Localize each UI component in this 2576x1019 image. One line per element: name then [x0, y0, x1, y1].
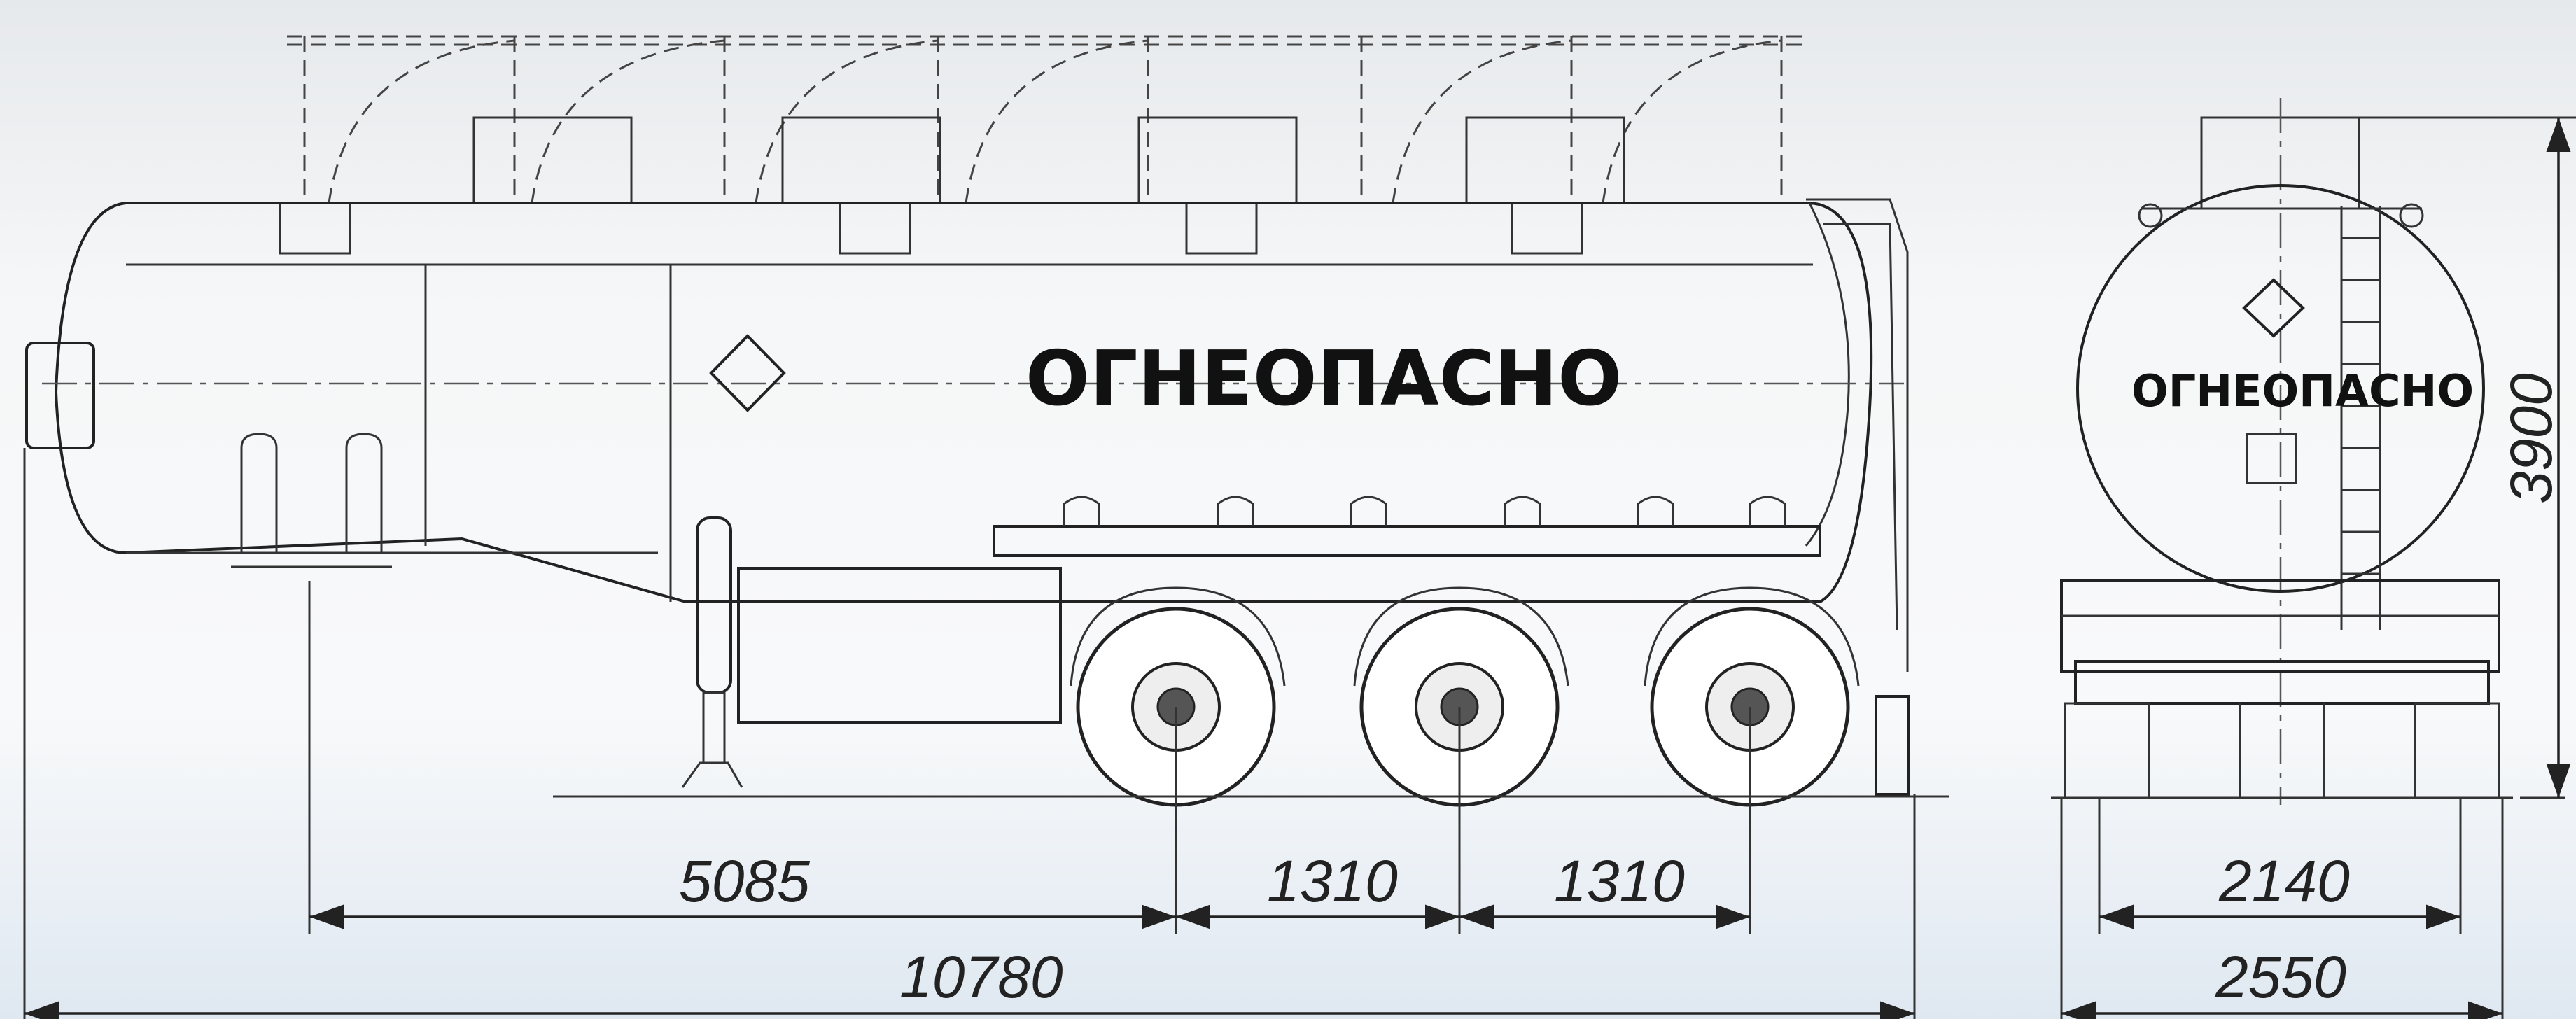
rear-ladder: [2340, 206, 2381, 630]
rear-hazard-diamond-icon: [2242, 278, 2305, 338]
chassis-frame: [737, 496, 1860, 724]
dim-track-width: 2140: [2218, 848, 2350, 914]
dim-overall-length: 10780: [899, 944, 1063, 1010]
hazard-diamond-icon: [709, 334, 786, 412]
rear-bumper: [2074, 660, 2490, 705]
tool-box: [737, 567, 1062, 724]
dim-axle-spacing-2: 1310: [1554, 848, 1685, 914]
dim-kingpin-to-axle: 5085: [679, 848, 810, 914]
front-hatch: [25, 342, 95, 449]
dim-overall-width: 2550: [2215, 944, 2346, 1010]
rear-warning-label: ОГНЕОПАСНО: [2132, 365, 2474, 416]
side-view: ОГНЕОПАСНО 5085 1310 1310 10780: [23, 35, 1949, 1019]
manhole-covers: [279, 116, 1625, 255]
rear-view: ОГНЕОПАСНО 2140 2550 3900: [2051, 98, 2576, 1019]
side-warning-label: ОГНЕОПАСНО: [1026, 335, 1622, 423]
dim-axle-spacing-1: 1310: [1267, 848, 1398, 914]
rear-frame: [2060, 579, 2500, 673]
mud-flap: [1875, 695, 1910, 796]
dim-overall-height: 3900: [2498, 373, 2564, 504]
tank-cross-section: [2076, 184, 2485, 593]
landing-gear: [681, 516, 743, 788]
handrail-dashed: [287, 35, 1809, 204]
tank-body: [25, 198, 1909, 672]
